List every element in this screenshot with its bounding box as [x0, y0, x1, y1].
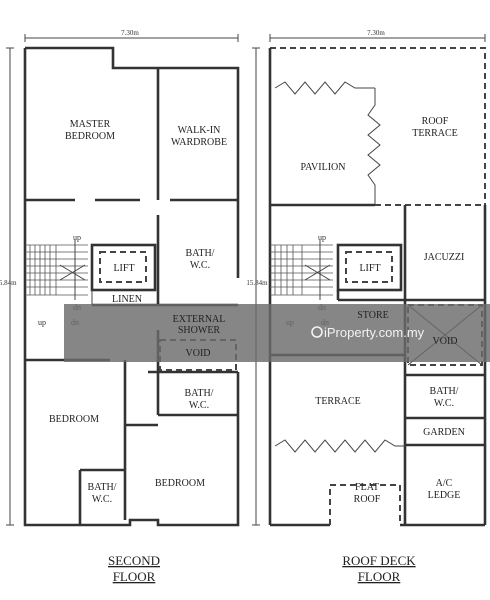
room-label-flat-roof: FLAT	[355, 482, 379, 493]
depth-dimension-label: 15.84m	[0, 279, 17, 287]
room-label-roof-terrace: ROOF	[422, 116, 449, 127]
room-label-pavilion: PAVILION	[300, 162, 345, 173]
second-floor-plan: 7.30m 15.84m	[0, 29, 240, 527]
room-label-bedroom: BEDROOM	[49, 414, 99, 425]
room-label-void: VOID	[186, 348, 211, 359]
room-label-master-bedroom: MASTER	[70, 119, 111, 130]
floor-title-second: SECOND	[108, 553, 160, 568]
depth-dimension-label: 15.84m	[246, 279, 268, 287]
watermark-logo-icon	[311, 326, 323, 338]
outer-wall	[25, 46, 240, 278]
watermark-band	[64, 304, 490, 362]
room-label-bath-wc: BATH/	[186, 248, 215, 259]
room-label-lift: LIFT	[359, 263, 380, 274]
room-label-terrace: TERRACE	[315, 396, 361, 407]
room-label-external-shower: SHOWER	[178, 325, 221, 336]
watermark: iProperty.com.my	[311, 325, 425, 340]
stair-up-label: up	[38, 318, 46, 327]
width-dimension-label: 7.30m	[121, 29, 139, 37]
pavilion-edge	[274, 81, 375, 95]
room-label-void: VOID	[433, 336, 458, 347]
room-label-bath-wc: BATH/	[430, 386, 459, 397]
watermark-text: iProperty.com.my	[324, 325, 425, 340]
room-label-roof-terrace: TERRACE	[412, 128, 458, 139]
room-label-walk-in-wardrobe: WALK-IN	[178, 125, 221, 136]
room-label-bath-wc: W.C.	[434, 398, 454, 409]
lift-shaft	[336, 243, 403, 292]
terrace-edge	[274, 439, 405, 453]
room-label-bedroom: BEDROOM	[155, 478, 205, 489]
room-label-bath-wc: W.C.	[190, 260, 210, 271]
outer-wall	[23, 48, 240, 527]
room-label-garden: GARDEN	[423, 427, 465, 438]
lift-shaft	[90, 243, 157, 292]
stair-up-label: up	[73, 233, 81, 242]
floor-title-roof-deck: FLOOR	[358, 569, 401, 584]
room-label-bath-wc: W.C.	[92, 494, 112, 505]
room-label-store: STORE	[357, 310, 389, 321]
room-label-linen: LINEN	[112, 294, 142, 305]
room-label-lift: LIFT	[113, 263, 134, 274]
width-dimension-label: 7.30m	[367, 29, 385, 37]
room-label-bath-wc: BATH/	[88, 482, 117, 493]
room-label-external-shower: EXTERNAL	[173, 314, 226, 325]
room-label-walk-in-wardrobe: WARDROBE	[171, 137, 227, 148]
room-label-flat-roof: ROOF	[354, 494, 381, 505]
room-label-master-bedroom: BEDROOM	[65, 131, 115, 142]
room-label-bath-wc: W.C.	[189, 400, 209, 411]
roof-deck-floor-plan: 7.30m 15.84m	[246, 29, 487, 527]
room-label-jacuzzi: JACUZZI	[424, 252, 465, 263]
floor-title-second: FLOOR	[113, 569, 156, 584]
floor-title-roof-deck: ROOF DECK	[342, 553, 416, 568]
room-label-ac-ledge: A/C	[436, 478, 453, 489]
room-label-ac-ledge: LEDGE	[428, 490, 461, 501]
stair-up-label: up	[318, 233, 326, 242]
room-label-bath-wc: BATH/	[185, 388, 214, 399]
